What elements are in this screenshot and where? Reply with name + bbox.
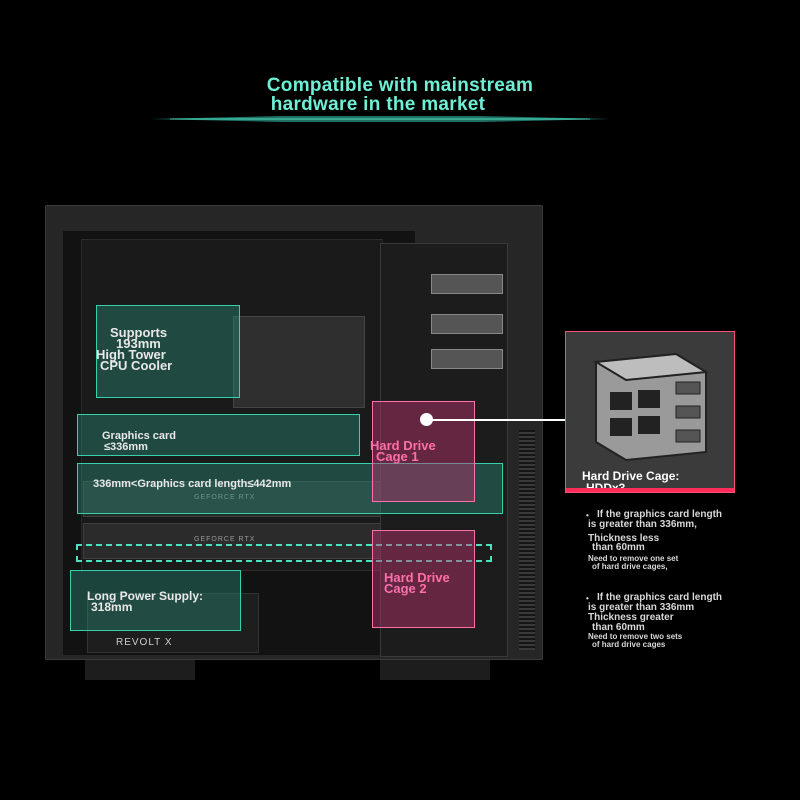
cage-1-label-l2: Cage 1: [376, 449, 419, 464]
case-foot-right: [380, 660, 490, 680]
gpu-brand-text: GEFORCE RTX: [194, 494, 256, 501]
cpu-cooler: [233, 316, 365, 408]
note-1-l3: Thickness less: [588, 533, 660, 544]
cage-2-label-l1: Hard Drive: [384, 570, 450, 585]
note-2-l5: Need to remove two sets: [588, 632, 683, 641]
pc-case-illustration: GEFORCE RTX GEFORCE RTX REVOLT X: [45, 205, 543, 680]
cage-callout-bar: [566, 488, 734, 492]
cage-caption-l1: Hard Drive Cage:: [582, 469, 680, 483]
gpu-short-label-l2: ≤336mm: [104, 441, 148, 453]
note-1-l1: If the graphics card length: [597, 509, 723, 520]
gpu-long-highlight: [77, 463, 503, 514]
cage-callout-caption: Hard Drive Cage: HDDx3: [582, 469, 680, 493]
cage-1-label-l1: Hard Drive: [370, 438, 436, 453]
psu-label-l2: 318mm: [91, 600, 133, 614]
power-supply: REVOLT X: [87, 593, 259, 653]
title-line-2: hardware in the market: [270, 94, 486, 115]
callout-line: [432, 419, 566, 421]
gpu-short-label: Graphics card ≤336mm: [102, 431, 176, 453]
cpu-cooler-label-l4: CPU Cooler: [100, 358, 173, 373]
front-mesh: [519, 430, 535, 650]
hard-drive-cage-icon: [566, 332, 734, 492]
note-1-l5: Need to remove one set: [588, 554, 679, 563]
callout-dot: [420, 413, 433, 426]
cage-2-label-l2: Cage 2: [384, 581, 427, 596]
gpu-short-highlight: [77, 414, 360, 456]
gpu-brand-text: GEFORCE RTX: [194, 536, 256, 543]
note-1-l4: than 60mm: [592, 542, 645, 553]
note-1-l2: is greater than 336mm,: [588, 519, 697, 530]
note-2-l6: of hard drive cages: [592, 640, 666, 649]
gpu-long-label: 336mm<Graphics card length≤442mm: [93, 478, 292, 490]
title-underline: [150, 116, 610, 122]
cpu-cooler-label-l2: 193mm: [116, 336, 161, 351]
graphics-card-1: GEFORCE RTX: [83, 481, 425, 517]
cpu-cooler-label-l1: Supports: [110, 325, 168, 340]
cpu-cooler-highlight: [96, 305, 240, 398]
cage-caption-l2: HDDx3: [586, 481, 626, 493]
cpu-cooler-label: Supports 193mm High Tower CPU Cooler: [96, 325, 172, 372]
note-2-l2: is greater than 336mm: [588, 602, 695, 613]
hard-drive-cage-1-label: Hard Drive Cage 1: [370, 438, 436, 464]
drive-bay-2: [431, 314, 503, 334]
title-line-1: Compatible with mainstream: [266, 75, 534, 96]
drive-bay-3: [431, 349, 503, 369]
hard-drive-cage-2-label: Hard Drive Cage 2: [384, 570, 450, 596]
note-bullet: •: [586, 594, 589, 603]
note-2-l3: Thickness greater: [588, 612, 674, 623]
drive-bay-1: [431, 274, 503, 294]
psu-label: Long Power Supply: 318mm: [87, 589, 203, 614]
note-2-l4: than 60mm: [592, 622, 645, 633]
psu-label-l1: Long Power Supply:: [87, 589, 203, 603]
case-foot-left: [85, 660, 195, 680]
note-1-l6: of hard drive cages,: [592, 562, 668, 571]
note-bullet: •: [586, 511, 589, 520]
hard-drive-cage-photo: Hard Drive Cage: HDDx3: [565, 331, 735, 493]
cpu-cooler-label-l3: High Tower: [96, 347, 166, 362]
page-title: Compatible with mainstream hardware in t…: [0, 76, 800, 114]
drive-bays: [380, 243, 508, 657]
psu-brand-text: REVOLT X: [116, 637, 173, 648]
case-interior: GEFORCE RTX GEFORCE RTX REVOLT X: [63, 231, 425, 655]
note-2-l1: If the graphics card length: [597, 592, 723, 603]
gpu-long-dashed-outline: [76, 544, 492, 562]
psu-highlight: [70, 570, 241, 631]
gpu-short-label-l1: Graphics card: [102, 430, 176, 442]
hard-drive-cage-2-highlight: [372, 530, 475, 628]
